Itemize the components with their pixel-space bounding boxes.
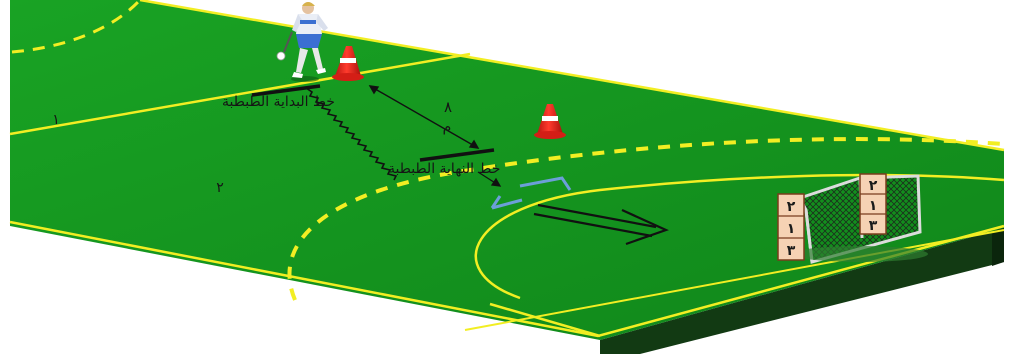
- end-line-number: ٢: [216, 180, 224, 196]
- goal-board-left-target-2: ١: [787, 221, 796, 237]
- goal-board-left-target-1: ٢: [787, 199, 796, 215]
- goal-board-right: ٢ ١ ٣: [860, 174, 886, 234]
- goal-board-right-target-2: ١: [869, 198, 878, 214]
- goal-board-left: ٢ ١ ٣: [778, 194, 804, 260]
- distance-unit: م: [443, 119, 452, 135]
- distance-value: ٨: [444, 98, 452, 116]
- start-line-label: خط البداية الطبطبة: [222, 94, 335, 110]
- goal-board-right-target-3: ٣: [869, 218, 878, 234]
- end-line-label: خط النهاية الطبطبة: [388, 161, 500, 177]
- goal-board-left-target-3: ٣: [787, 243, 796, 259]
- start-line-number: ١: [52, 112, 60, 128]
- goal-board-right-target-1: ٢: [869, 178, 878, 194]
